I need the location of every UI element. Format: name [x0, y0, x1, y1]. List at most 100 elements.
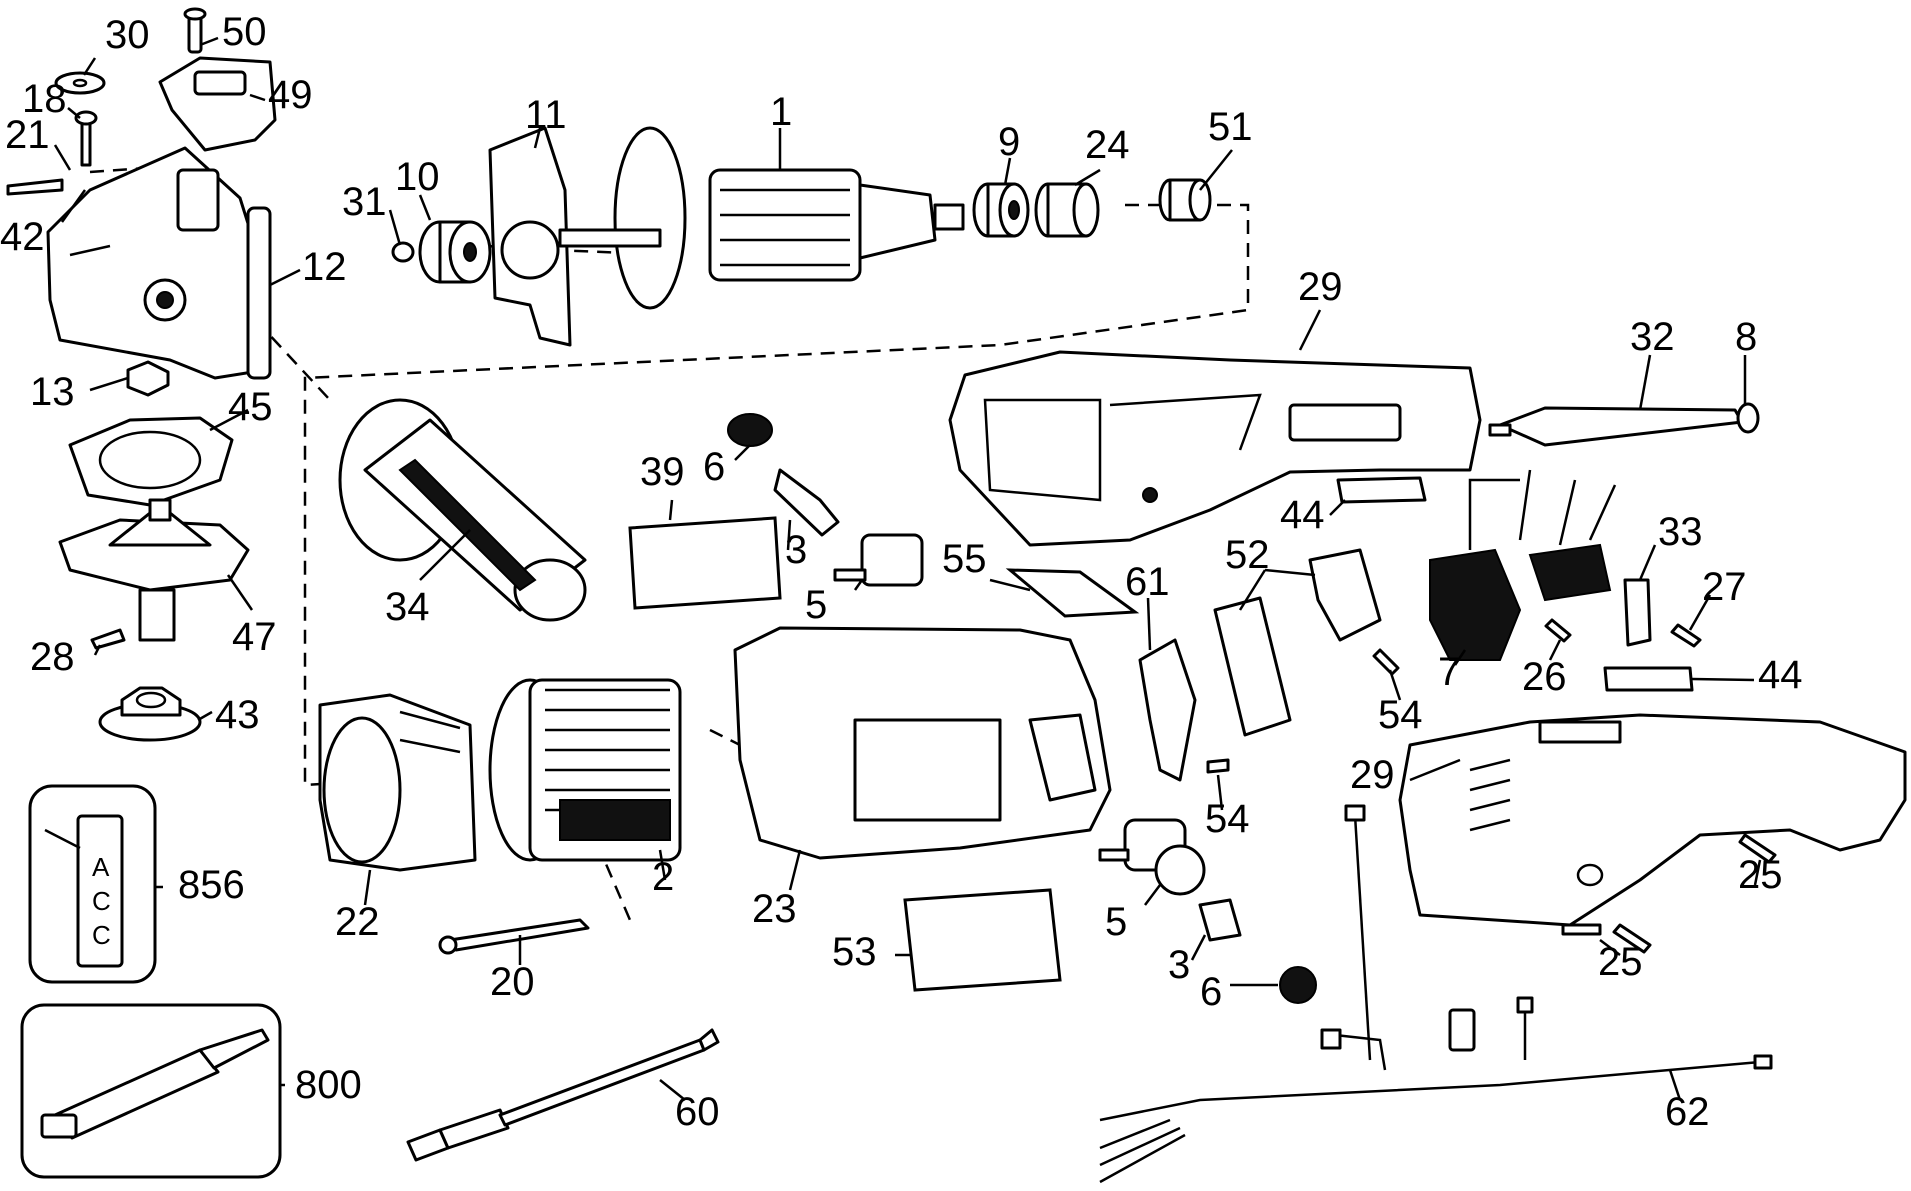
callout-45: 45: [228, 385, 273, 429]
screw-25-right: [1738, 833, 1777, 864]
bearing-10: [418, 220, 492, 284]
callout-3-bottom: 3: [1168, 943, 1190, 987]
screw-50: [183, 7, 207, 54]
lock-button-52: [1308, 548, 1382, 642]
brush-3-top: [773, 468, 840, 537]
callout-27: 27: [1702, 565, 1747, 609]
callout-44-top: 44: [1280, 493, 1325, 537]
brush-holder-5-top: [833, 533, 924, 587]
screwdriver-bit-60: [406, 1028, 720, 1162]
callout-800: 800: [295, 1063, 362, 1107]
kit-856-letter-c1: C: [92, 886, 111, 916]
callout-31: 31: [342, 180, 387, 224]
callout-25-bottom: 25: [1598, 940, 1643, 984]
leader-lines: [53, 36, 1762, 1101]
callout-5-bottom: 5: [1105, 900, 1127, 944]
washer-30: [54, 71, 106, 95]
callout-52: 52: [1225, 533, 1270, 577]
callout-29-top: 29: [1298, 265, 1343, 309]
screw-25-middle: [1612, 923, 1652, 954]
washer-31: [391, 241, 415, 263]
bearing-9: [972, 182, 1030, 238]
bearing-sleeve-24: [1034, 182, 1100, 238]
callout-22: 22: [335, 900, 380, 944]
callout-29-bottom: 29: [1350, 753, 1395, 797]
accessory-kit-856: A C C: [28, 784, 157, 984]
gear-case-12: [46, 146, 272, 380]
callout-39: 39: [640, 450, 685, 494]
callout-13: 13: [30, 370, 75, 414]
callout-54-bottom: 54: [1205, 797, 1250, 841]
callout-53: 53: [832, 930, 877, 974]
callout-50: 50: [222, 10, 267, 54]
screw-27: [1670, 623, 1702, 648]
screw-20: [438, 918, 590, 955]
handle-half-29-top: [948, 350, 1482, 547]
wrench-kit-800: [20, 1003, 282, 1179]
callout-7: 7: [1438, 650, 1460, 694]
power-cord-62: [1099, 804, 1773, 1184]
kit-856-letter-c2: C: [92, 920, 111, 950]
brush-3-bottom: [1198, 898, 1242, 942]
switch-clip-33: [1623, 578, 1652, 647]
callout-61: 61: [1125, 560, 1170, 604]
label-53: [903, 888, 1062, 992]
callout-26: 26: [1522, 655, 1567, 699]
kit-856-letter-a: A: [92, 852, 110, 882]
callout-60: 60: [675, 1090, 720, 1134]
callout-5-top: 5: [805, 583, 827, 627]
side-handle-34: [338, 398, 587, 622]
spindle-gear-assembly-47: [58, 498, 250, 642]
switch-7: [1429, 469, 1617, 661]
insulator-44-bottom: [1603, 666, 1694, 692]
callout-18: 18: [22, 77, 67, 121]
callout-6-top: 6: [703, 445, 725, 489]
handle-half-29-bottom: [1398, 713, 1907, 927]
callout-11: 11: [525, 93, 567, 137]
callout-30: 30: [105, 13, 150, 57]
screw-21: [6, 178, 64, 196]
callout-47: 47: [232, 615, 277, 659]
callout-3-top: 3: [785, 528, 807, 572]
callout-44-bottom: 44: [1758, 653, 1803, 697]
callout-43: 43: [215, 693, 260, 737]
motor-housing-23: [733, 626, 1112, 860]
callout-33: 33: [1658, 510, 1703, 554]
callout-42: 42: [0, 215, 45, 259]
nut-13: [126, 360, 170, 397]
screw-54-bottom: [1206, 758, 1230, 774]
cord-clamp-8: [1736, 402, 1760, 434]
insulator-44-top: [1336, 476, 1427, 504]
callout-51: 51: [1208, 105, 1253, 149]
callout-856: 856: [178, 863, 245, 907]
screw-28: [90, 628, 126, 650]
callout-20: 20: [490, 960, 535, 1004]
brush-cap-6-bottom: [1279, 966, 1317, 1004]
callout-28: 28: [30, 635, 75, 679]
callout-49: 49: [268, 73, 313, 117]
callout-23: 23: [752, 887, 797, 931]
callout-1: 1: [770, 90, 792, 134]
callout-55: 55: [942, 537, 987, 581]
callout-32: 32: [1630, 315, 1675, 359]
callout-12: 12: [302, 245, 347, 289]
screw-25-left: [1561, 923, 1602, 936]
flange-nut-43: [98, 686, 202, 742]
callout-6-bottom: 6: [1200, 970, 1222, 1014]
gasket-45: [68, 416, 234, 507]
callout-54-top: 54: [1378, 693, 1423, 737]
callout-24: 24: [1085, 123, 1130, 167]
callout-9: 9: [998, 120, 1020, 164]
brush-holder-5-bottom: [1098, 818, 1206, 896]
gear-case-cover-49: [158, 56, 277, 152]
callout-21: 21: [5, 113, 50, 157]
label-55: [1005, 568, 1140, 618]
callout-10: 10: [395, 155, 440, 199]
baffle-11: [488, 126, 572, 347]
armature-1: [558, 126, 965, 310]
brush-cap-6-top: [727, 413, 773, 447]
callout-8: 8: [1735, 315, 1757, 359]
insulator-52: [1213, 596, 1292, 737]
callout-2: 2: [652, 855, 674, 899]
screw-54-top: [1372, 648, 1400, 676]
